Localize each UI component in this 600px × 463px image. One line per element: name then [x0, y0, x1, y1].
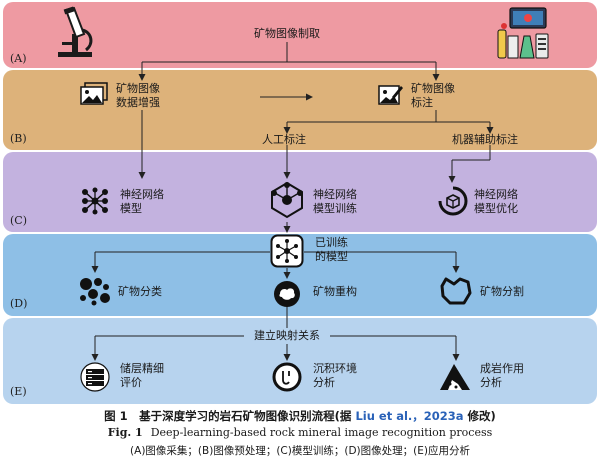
node-optimize-line2: 模型优化 — [474, 202, 518, 215]
node-enhance-line1: 矿物图像 — [116, 82, 160, 95]
stage-label-a: (A) — [10, 52, 27, 65]
node-optimize-line1: 神经网络 — [474, 188, 518, 201]
rock-formation-icon — [440, 364, 470, 390]
image-gallery-icon — [80, 82, 108, 105]
stage-label-c: (C) — [10, 214, 27, 227]
figure-caption-chinese: 图 1 基于深度学习的岩石矿物图像识别流程(据 Liu et al.，2023a… — [0, 408, 600, 424]
node-training-line1: 神经网络 — [313, 188, 357, 201]
stage-label-d: (D) — [10, 297, 28, 310]
node-model-line1: 神经网络 — [120, 188, 164, 201]
node-mapping: 建立映射关系 — [254, 329, 320, 342]
node-trained-line1: 已训练 — [315, 236, 348, 249]
node-sediment-line1: 沉积环境 — [313, 362, 357, 375]
figure-caption-english: Fig. 1 Deep-learning-based rock mineral i… — [0, 426, 600, 439]
caption-cn-prefix: 图 1 基于深度学习的岩石矿物图像识别流程(据 — [104, 409, 356, 423]
network-training-icon — [271, 181, 303, 219]
segmentation-icon — [440, 277, 472, 305]
node-manual-annotation: 人工标注 — [262, 133, 306, 146]
node-enhance-line2: 数据增强 — [116, 96, 160, 109]
node-reconstruction: 矿物重构 — [313, 285, 357, 298]
caption-en-label: Fig. 1 — [107, 426, 143, 439]
node-reservoir-line2: 评价 — [120, 376, 142, 389]
node-diagenesis-line1: 成岩作用 — [480, 362, 524, 375]
image-edit-icon — [378, 85, 403, 105]
node-reservoir-line1: 储层精细 — [120, 362, 164, 375]
node-diagenesis-line2: 分析 — [480, 376, 502, 389]
caption-cn-reference[interactable]: Liu et al.，2023a — [355, 409, 464, 423]
node-image-acquisition: 矿物图像制取 — [254, 27, 320, 40]
node-annotate-line2: 标注 — [411, 96, 433, 109]
server-icon — [80, 362, 110, 392]
mineral-particles-icon — [80, 278, 110, 306]
caption-cn-suffix: 修改) — [463, 409, 496, 423]
microscope-icon — [58, 6, 93, 57]
network-optimize-icon — [438, 186, 468, 216]
node-segmentation: 矿物分割 — [480, 285, 524, 298]
node-trained-line2: 的模型 — [315, 250, 348, 263]
reconstruction-icon — [274, 281, 300, 307]
node-training-line2: 模型训练 — [313, 202, 357, 215]
node-annotate-line1: 矿物图像 — [411, 82, 455, 95]
node-machine-annotation: 机器辅助标注 — [452, 133, 518, 146]
neural-network-icon — [82, 187, 108, 215]
node-sediment-line2: 分析 — [313, 376, 335, 389]
figure-caption-legend: (A)图像采集；(B)图像预处理；(C)模型训练；(D)图像处理；(E)应用分析 — [130, 445, 470, 457]
node-classification: 矿物分类 — [118, 285, 162, 298]
stage-label-e: (E) — [10, 385, 27, 398]
trained-model-icon — [270, 234, 304, 268]
stage-label-b: (B) — [10, 132, 27, 145]
caption-en-text: Deep-learning-based rock mineral image r… — [150, 426, 493, 439]
sediment-icon — [272, 362, 302, 392]
node-model-line2: 模型 — [120, 202, 142, 215]
lab-equipment-icon — [497, 7, 549, 59]
